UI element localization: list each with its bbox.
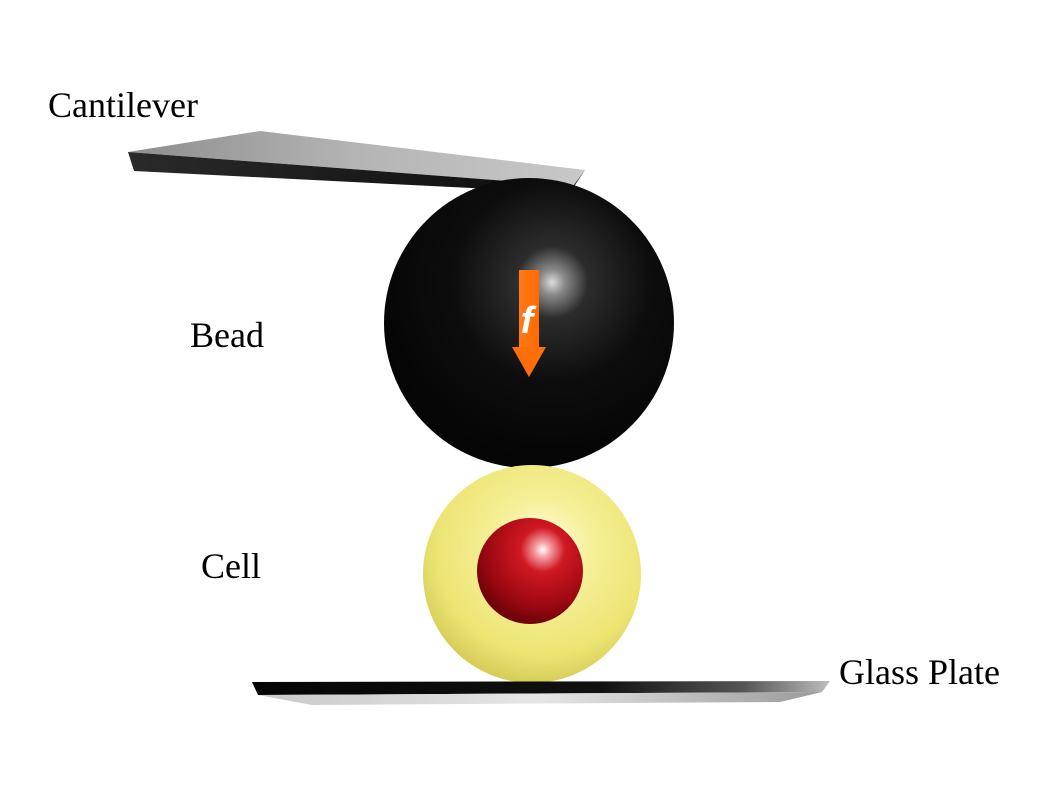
cantilever-label: Cantilever xyxy=(48,85,198,125)
cell xyxy=(423,465,641,683)
cell-nucleus xyxy=(477,518,583,624)
force-arrow-head xyxy=(512,347,546,377)
glass-plate-side-face xyxy=(258,692,822,705)
glass-plate-label: Glass Plate xyxy=(839,652,1000,692)
cell-label: Cell xyxy=(201,546,261,586)
cantilever-side-face xyxy=(128,152,573,193)
force-symbol: f xyxy=(521,300,537,342)
bead-label: Bead xyxy=(190,315,264,355)
glass-plate-top-face xyxy=(252,681,830,695)
force-arrow-shaft xyxy=(519,270,539,348)
cantilever-top-face xyxy=(128,131,585,186)
glass-plate xyxy=(252,681,830,705)
force-arrow: f xyxy=(512,270,546,377)
